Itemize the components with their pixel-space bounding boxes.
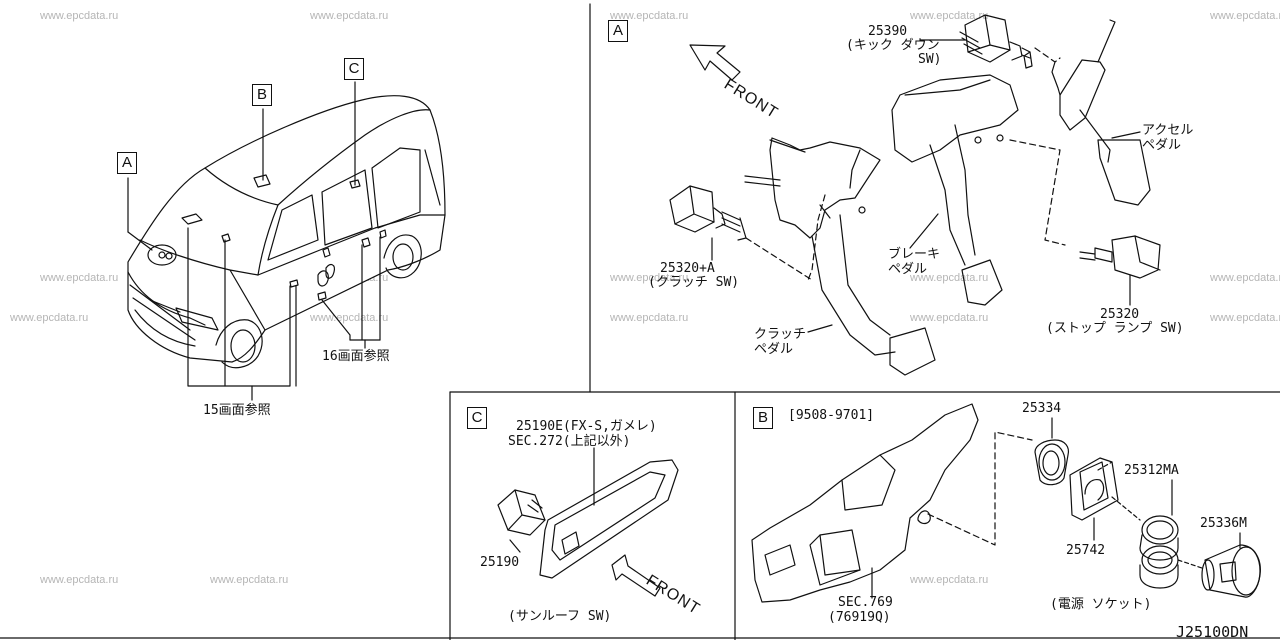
sec-272: SEC.272(上記以外) xyxy=(508,434,631,449)
part-25320a: 25320+A xyxy=(660,261,715,276)
accel-pedal-label2: ペダル xyxy=(1142,138,1182,153)
part-76919q: (76919Q) xyxy=(828,610,891,625)
part-25320a-desc: (クラッチ SW) xyxy=(648,275,740,290)
callout-a: A xyxy=(117,152,137,174)
watermark: www.epcdata.ru xyxy=(310,312,389,324)
accel-pedal-label: アクセル xyxy=(1142,123,1194,138)
part-25320: 25320 xyxy=(1100,307,1140,322)
date-range: [9508-9701] xyxy=(788,408,875,423)
watermark: www.epcdata.ru xyxy=(310,10,389,22)
sec-769: SEC.769 xyxy=(838,595,893,610)
sunroof-switch-label: (サンルーフ SW) xyxy=(508,609,612,624)
overview-leaders xyxy=(127,81,381,401)
part-25190e: 25190E(FX-S,ガメレ) xyxy=(516,419,657,434)
watermark: www.epcdata.ru xyxy=(1210,10,1280,22)
part-25334: 25334 xyxy=(1022,401,1062,416)
watermark: www.epcdata.ru xyxy=(1210,272,1280,284)
watermark: www.epcdata.ru xyxy=(910,574,989,586)
watermark: www.epcdata.ru xyxy=(210,574,289,586)
panel-c-artwork xyxy=(497,447,679,597)
clutch-pedal-label: クラッチ xyxy=(754,327,807,342)
ref-16-label: 16画面参照 xyxy=(322,349,390,364)
part-25390-desc: (キック ダウン xyxy=(846,38,940,53)
callout-b: B xyxy=(252,84,272,106)
watermark: www.epcdata.ru xyxy=(610,10,689,22)
part-25190: 25190 xyxy=(480,555,520,570)
watermark: www.epcdata.ru xyxy=(610,272,689,284)
part-25390: 25390 xyxy=(868,24,908,39)
van-illustration xyxy=(127,95,446,369)
power-socket-label: (電源 ソケット) xyxy=(1050,597,1152,612)
frame-b-label: B xyxy=(753,407,773,429)
diagram-code: J25100DN xyxy=(1176,623,1249,641)
panel-a-artwork xyxy=(669,14,1161,376)
clutch-pedal-label2: ペダル xyxy=(754,342,794,357)
frame-a-label: A xyxy=(608,20,628,42)
part-25390-desc2: SW) xyxy=(918,52,942,67)
watermark: www.epcdata.ru xyxy=(610,312,689,324)
watermark: www.epcdata.ru xyxy=(1210,312,1280,324)
watermark: www.epcdata.ru xyxy=(910,10,989,22)
watermark: www.epcdata.ru xyxy=(40,10,119,22)
part-25320-desc: (ストップ ランプ SW) xyxy=(1046,321,1184,336)
watermark: www.epcdata.ru xyxy=(40,574,119,586)
panel-borders xyxy=(0,3,1280,640)
callout-c: C xyxy=(344,58,364,80)
watermark: www.epcdata.ru xyxy=(10,312,89,324)
watermark: www.epcdata.ru xyxy=(910,272,989,284)
part-25336m: 25336M xyxy=(1200,516,1247,531)
part-25312ma: 25312MA xyxy=(1124,463,1179,478)
brake-pedal-label: ブレーキ xyxy=(888,247,941,262)
ref-15-label: 15画面参照 xyxy=(203,403,271,418)
watermark: www.epcdata.ru xyxy=(40,272,119,284)
brake-pedal-label2: ペダル xyxy=(888,262,928,277)
watermark: www.epcdata.ru xyxy=(910,312,989,324)
frame-c-label: C xyxy=(467,407,487,429)
part-25742: 25742 xyxy=(1066,543,1106,558)
panel-b-artwork xyxy=(751,403,1261,603)
